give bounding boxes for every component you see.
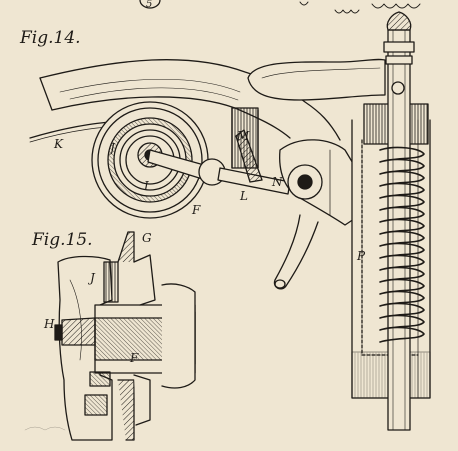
coil-spring [379, 146, 425, 343]
fig14-label-m: M [237, 129, 250, 143]
fig15-label-f: F [130, 351, 139, 365]
fig15-label-j: J [90, 271, 95, 285]
slot-m [235, 129, 263, 183]
fig14-label-l: L [240, 189, 248, 203]
page-mark-circle [139, 0, 161, 9]
fig14-title: Fig.14. [20, 28, 81, 48]
fig14-label-f: F [192, 203, 201, 217]
arm-head [247, 58, 386, 101]
fig14-label-n: N [272, 175, 283, 189]
fig14-label-i: I [144, 179, 149, 193]
fig14-label-k: K [54, 137, 63, 151]
fig15-label-h: H [44, 317, 55, 331]
page-mark: 5 [146, 0, 153, 10]
fig14-label-j: J [110, 141, 115, 155]
fig15-section [54, 231, 196, 441]
foliage-fragment [299, 1, 421, 14]
fig14-label-p: P [357, 249, 366, 263]
fig15-title: Fig.15. [32, 230, 93, 250]
fig15-label-g: G [142, 231, 152, 245]
pivot-body-n [273, 139, 361, 290]
